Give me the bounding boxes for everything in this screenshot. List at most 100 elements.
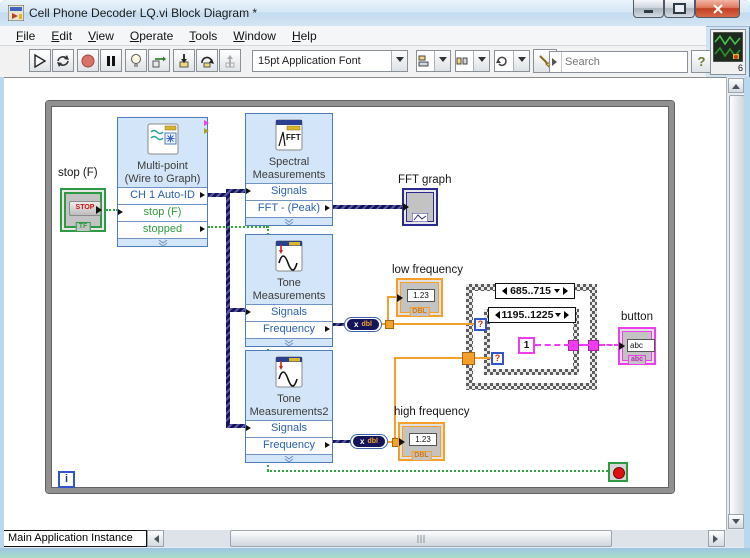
next-case-icon[interactable]	[564, 311, 573, 319]
loop-condition-terminal[interactable]	[608, 462, 628, 482]
expand-chevron-icon[interactable]	[246, 454, 332, 462]
inner-case-selector[interactable]: 1195..1225	[488, 307, 576, 323]
distribute-objects-button[interactable]	[455, 50, 490, 72]
run-button[interactable]	[29, 49, 51, 72]
input-arrow-icon	[397, 293, 407, 302]
button-indicator-value: abc	[627, 339, 655, 352]
expand-chevron-icon[interactable]	[246, 217, 332, 225]
fft-graph-terminal[interactable]	[402, 188, 438, 226]
vertical-scroll-thumb[interactable]	[729, 95, 745, 517]
help-button[interactable]: ?	[691, 50, 712, 73]
low-frequency-label: low frequency	[392, 264, 463, 276]
step-over-button[interactable]	[196, 49, 218, 72]
step-out-button[interactable]	[219, 49, 241, 72]
vi-icon-pane[interactable]: 6	[710, 29, 746, 75]
menu-window[interactable]: Window	[233, 28, 276, 43]
expand-chevron-icon[interactable]	[246, 338, 332, 346]
menu-file[interactable]: File	[16, 28, 36, 43]
wire-boolean	[267, 470, 608, 472]
horizontal-scroll-track[interactable]	[164, 530, 708, 547]
tone2-row-frequency[interactable]: Frequency	[246, 437, 332, 454]
arrow-down-icon	[732, 518, 740, 528]
distribute-objects-icon	[456, 57, 468, 65]
tone1-row-frequency[interactable]: Frequency	[246, 321, 332, 338]
step-out-icon	[225, 54, 235, 67]
scroll-down-button[interactable]	[728, 514, 744, 529]
stop-control-terminal[interactable]: STOP TF	[60, 188, 106, 232]
wire-dynamic	[226, 308, 245, 312]
previous-case-icon[interactable]	[491, 311, 500, 319]
menu-help[interactable]: Help	[291, 28, 317, 43]
reorder-icon	[496, 56, 507, 67]
loop-iteration-terminal[interactable]: i	[58, 471, 75, 488]
font-dropdown-icon	[391, 51, 407, 71]
next-case-icon[interactable]	[563, 287, 572, 295]
minimize-button[interactable]	[633, 0, 664, 18]
maximize-button[interactable]	[664, 0, 695, 18]
menu-edit[interactable]: Edit	[51, 28, 73, 43]
menu-operate[interactable]: Operate	[129, 28, 174, 43]
retain-wire-values-button[interactable]	[148, 49, 170, 72]
button-indicator[interactable]: abc abc	[618, 327, 656, 365]
font-selector[interactable]: 15pt Application Font	[252, 50, 408, 72]
case-dropdown-icon[interactable]	[555, 313, 561, 320]
vertical-scrollbar[interactable]	[726, 77, 745, 530]
wire-double	[475, 357, 492, 359]
search-input[interactable]	[562, 56, 710, 68]
high-frequency-label: high frequency	[394, 406, 470, 418]
input-arrow-icon	[403, 203, 413, 211]
high-frequency-indicator[interactable]: 1.23 DBL	[398, 422, 445, 461]
outer-case-selector-terminal: ?	[474, 318, 487, 331]
pause-button[interactable]	[100, 49, 122, 72]
case-dropdown-icon[interactable]	[554, 289, 560, 296]
step-into-button[interactable]	[173, 49, 195, 72]
multipoint-row-stopped[interactable]: stopped	[118, 221, 207, 238]
output-arrow-icon	[325, 442, 333, 448]
while-loop[interactable]	[46, 101, 674, 493]
input-arrow-icon	[246, 188, 254, 194]
spectral-row-fft-peak[interactable]: FFT - (Peak)	[246, 200, 332, 217]
scroll-right-button[interactable]	[708, 530, 725, 547]
tone1-row-signals[interactable]: Signals	[246, 304, 332, 321]
vi-icon	[712, 31, 744, 63]
align-objects-button[interactable]	[416, 50, 451, 72]
input-arrow-icon	[399, 437, 409, 446]
tone2-row-signals[interactable]: Signals	[246, 420, 332, 437]
run-continuous-button[interactable]	[52, 49, 74, 72]
horizontal-scroll-thumb[interactable]	[230, 530, 612, 547]
output-arrow-icon	[325, 205, 333, 211]
arrow-left-icon	[150, 534, 159, 543]
previous-case-icon[interactable]	[498, 287, 507, 295]
reorder-objects-button[interactable]	[494, 50, 530, 72]
search-splitter[interactable]	[550, 52, 562, 72]
abort-button[interactable]	[77, 49, 99, 72]
low-frequency-type-tag: DBL	[409, 307, 430, 317]
multipoint-row-stop[interactable]: stop (F)	[118, 204, 207, 221]
application-instance-selector[interactable]: Main Application Instance	[3, 530, 147, 547]
low-frequency-indicator[interactable]: 1.23 DBL	[396, 278, 443, 317]
string-constant[interactable]: 1	[518, 337, 535, 354]
expand-chevron-icon[interactable]	[118, 238, 207, 246]
express-vi-multipoint[interactable]: Multi-point(Wire to Graph) CH 1 Auto-ID …	[117, 117, 208, 247]
outer-case-selector[interactable]: 685..715	[495, 283, 575, 299]
spectral-row-signals[interactable]: Signals	[246, 183, 332, 200]
menu-view[interactable]: View	[88, 28, 114, 43]
scrollbar-corner	[726, 530, 744, 547]
close-button[interactable]	[695, 0, 740, 18]
multipoint-row-ch1[interactable]: CH 1 Auto-ID	[118, 187, 207, 204]
align-objects-icon	[418, 55, 429, 67]
input-arrow-icon	[619, 342, 629, 350]
scroll-left-button[interactable]	[147, 530, 164, 547]
app-icon	[8, 5, 24, 21]
scroll-up-button[interactable]	[728, 78, 744, 93]
highlight-execution-button[interactable]	[125, 49, 147, 72]
wire-double	[394, 358, 396, 443]
menu-tools[interactable]: Tools	[189, 28, 218, 43]
output-arrow-icon	[325, 326, 333, 332]
